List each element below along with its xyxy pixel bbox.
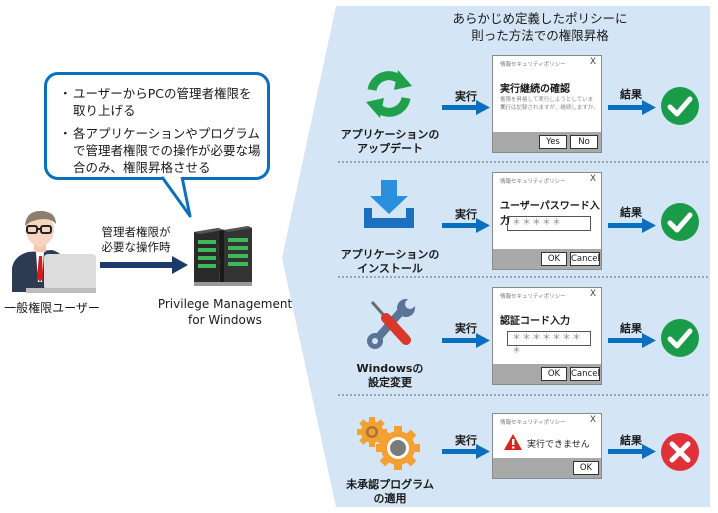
exec-label: 実行 (455, 90, 477, 103)
panel-title-line1: あらかじめ定義したポリシーに (452, 11, 628, 26)
ok-button[interactable]: OK (573, 461, 599, 475)
server-label: Privilege Management for Windows (150, 296, 300, 328)
check-icon (661, 87, 699, 125)
wrench-screwdriver-icon (367, 299, 415, 349)
dialog-heading: 認証コード入力 (500, 316, 570, 327)
user-laptop-icon (12, 210, 96, 293)
ok-button[interactable]: OK (541, 367, 567, 381)
exec-label: 実行 (455, 322, 477, 335)
row-label-line2: アップデート (357, 142, 423, 155)
gears-icon (357, 417, 420, 470)
dialog-close-button[interactable]: X (589, 174, 596, 184)
no-button[interactable]: No (570, 135, 598, 149)
result-arrow (608, 100, 656, 115)
dialog-title: 情報セキュリティポリシー (500, 62, 566, 68)
yes-button[interactable]: Yes (539, 135, 567, 149)
exec-arrow (442, 100, 490, 115)
callout-bubble: ユーザーからPCの管理者権限を取り上げる 各アプリケーションやプログラムで管理者… (44, 72, 270, 180)
row-label-line1: Windowsの (356, 362, 424, 375)
result-label: 結果 (620, 206, 642, 219)
dialog-heading: 実行継続の確認 (500, 84, 570, 95)
row-label-unapproved-program: 未承認プログラム の適用 (338, 478, 442, 506)
row-label-line2: の適用 (373, 492, 407, 505)
download-install-icon (364, 180, 414, 228)
row-label-line2: 設定変更 (368, 376, 412, 389)
cancel-button[interactable]: Cancel (570, 367, 600, 381)
row-label-line1: アプリケーションの (340, 248, 440, 261)
panel-title: あらかじめ定義したポリシーに 則った方法での権限昇格 (420, 10, 660, 44)
cancel-button[interactable]: Cancel (570, 252, 600, 266)
dialog-title: 情報セキュリティポリシー (500, 294, 566, 300)
blocked-dialog: 情報セキュリティポリシー X 実行できません OK (492, 413, 602, 479)
result-label: 結果 (620, 322, 642, 335)
dialog-heading: ユーザーパスワード入力 (500, 201, 600, 227)
request-arrow (100, 256, 188, 274)
request-label-line1: 管理者権限が (101, 225, 171, 239)
result-label: 結果 (620, 88, 642, 101)
check-icon (661, 319, 699, 357)
row-label-line1: 未承認プログラム (346, 478, 434, 491)
dialog-close-button[interactable]: X (589, 57, 596, 67)
result-arrow (608, 444, 656, 459)
result-arrow (608, 218, 656, 233)
panel-title-line2: 則った方法での権限昇格 (471, 28, 609, 43)
dialog-title: 情報セキュリティポリシー (500, 420, 566, 426)
row-label-line1: アプリケーションの (340, 128, 440, 141)
auth-code-dialog: 情報セキュリティポリシー X 認証コード入力 ＊＊＊＊＊＊＊＊ OK Cance… (492, 287, 602, 385)
dialog-title: 情報セキュリティポリシー (500, 179, 566, 185)
result-arrow (608, 333, 656, 348)
exec-arrow (442, 333, 490, 348)
auth-code-field[interactable]: ＊＊＊＊＊＊＊＊ (507, 331, 591, 356)
row-label-update: アプリケーションの アップデート (338, 128, 442, 156)
dialog-message: 権限を昇格して実行しようとしています。 (500, 97, 594, 111)
password-field[interactable]: ＊＊＊＊＊ (507, 216, 591, 231)
exec-arrow (442, 218, 490, 233)
server-label-line1: Privilege Management (157, 297, 293, 311)
check-icon (661, 203, 699, 241)
result-label: 結果 (620, 434, 642, 447)
dialog-close-button[interactable]: X (589, 289, 596, 299)
exec-arrow (442, 444, 490, 459)
password-dialog: 情報セキュリティポリシー X ユーザーパスワード入力 ＊＊＊＊＊ OK Canc… (492, 172, 602, 270)
row-label-line2: インストール (357, 262, 423, 275)
exec-label: 実行 (455, 434, 477, 447)
server-icon (194, 226, 252, 286)
cross-icon (661, 433, 699, 471)
callout-bullet: 各アプリケーションやプログラムで管理者権限での操作が必要な場合のみ、権限昇格させ… (59, 125, 261, 176)
dialog-close-button[interactable]: X (589, 415, 596, 425)
row-separator (338, 161, 708, 163)
server-label-line2: for Windows (188, 313, 262, 327)
confirm-dialog: 情報セキュリティポリシー X 実行継続の確認 権限を昇格して実行しようとしていま… (492, 55, 602, 153)
warning-icon (504, 434, 522, 450)
ok-button[interactable]: OK (541, 252, 567, 266)
dialog-heading: 実行できません (527, 440, 590, 450)
dialog-message: 実行は記録されますが、継続しますか。 (500, 105, 599, 111)
row-separator (338, 276, 708, 278)
request-label-line2: 必要な操作時 (101, 240, 171, 254)
row-separator (338, 394, 708, 396)
callout-tail (160, 176, 192, 218)
refresh-icon (366, 70, 412, 118)
request-arrow-label: 管理者権限が 必要な操作時 (96, 225, 176, 255)
row-label-windows-settings: Windowsの 設定変更 (338, 362, 442, 390)
user-label: 一般権限ユーザー (4, 301, 100, 315)
callout-bullet: ユーザーからPCの管理者権限を取り上げる (59, 85, 261, 119)
exec-label: 実行 (455, 208, 477, 221)
row-label-install: アプリケーションの インストール (338, 248, 442, 276)
